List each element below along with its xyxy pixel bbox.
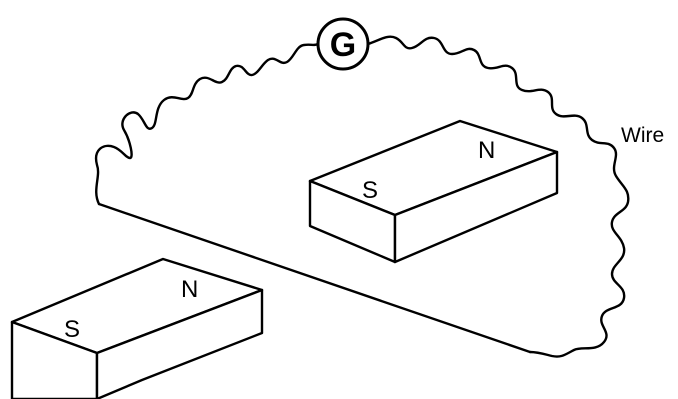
straight-wire xyxy=(97,202,532,354)
magnet-lower-front-face xyxy=(10,320,99,399)
galvanometer-label: G xyxy=(330,26,356,64)
wire-label: Wire xyxy=(621,124,664,147)
magnet-lower xyxy=(10,257,264,399)
magnet-lower-side-face xyxy=(95,288,264,399)
wavy-wire-right xyxy=(366,35,630,358)
wavy-wire-left xyxy=(94,42,320,206)
magnet-lower-south-label: S xyxy=(64,316,80,343)
magnet-upper-south-label: S xyxy=(362,177,378,204)
magnet-lower-north-label: N xyxy=(181,276,198,303)
magnet-upper-north-label: N xyxy=(478,137,495,164)
magnet-upper-side-face xyxy=(393,150,559,264)
magnet-upper xyxy=(308,119,559,264)
